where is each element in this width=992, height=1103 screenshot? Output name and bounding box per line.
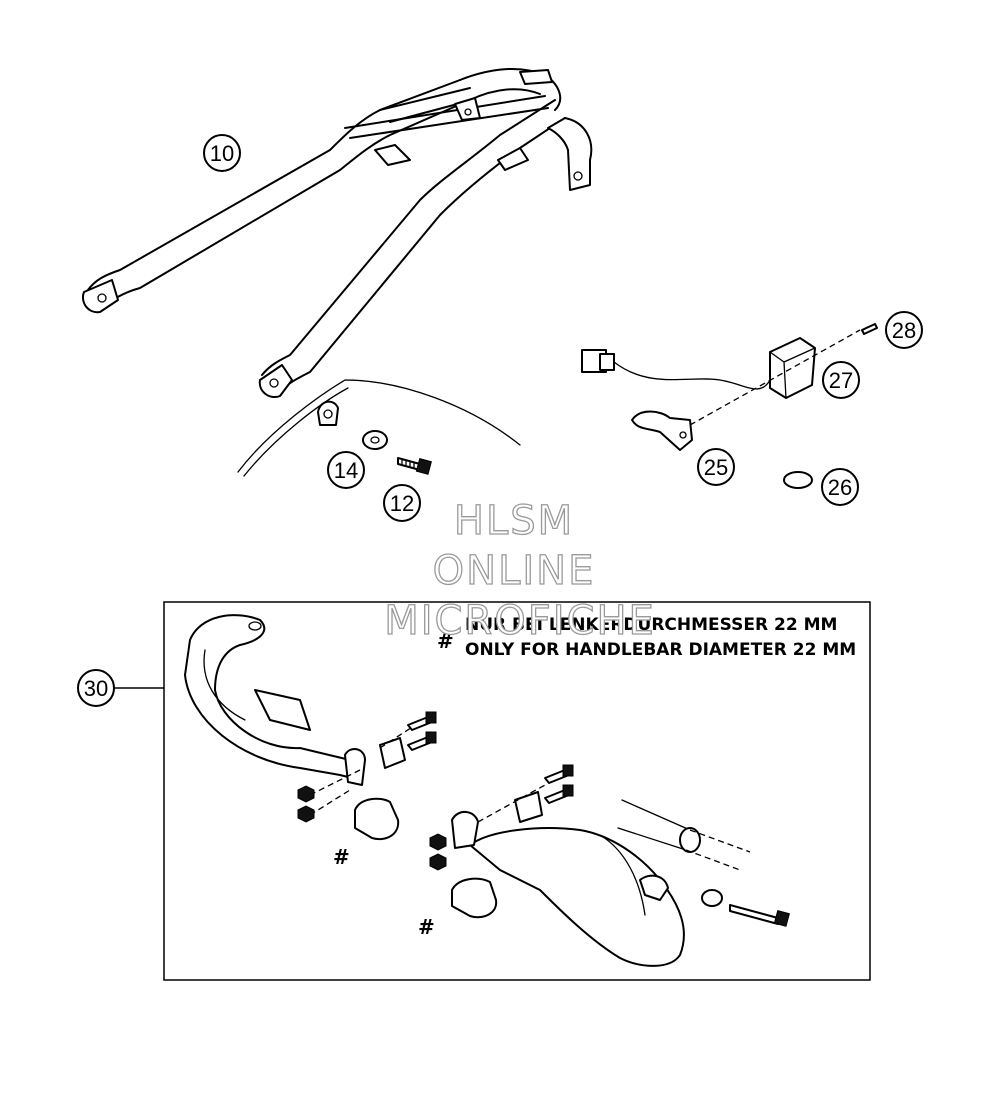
svg-text:#: #: [418, 915, 435, 939]
right-adapter-sleeve: #: [418, 877, 498, 939]
svg-text:ONLINE: ONLINE: [433, 548, 596, 594]
screw-part-12: [397, 457, 432, 475]
bracket-part-25: [631, 410, 693, 451]
callout-30: 30: [77, 669, 164, 707]
svg-text:#: #: [437, 629, 454, 653]
right-clamp-bolts: [429, 764, 574, 871]
svg-text:NUR BEI LENKERDURCHMESSER 22 M: NUR BEI LENKERDURCHMESSER 22 MM: [465, 615, 837, 635]
svg-text:10: 10: [210, 141, 234, 166]
right-handguard: [451, 811, 685, 967]
callout-26: 26: [821, 468, 859, 506]
handlebar-note: # NUR BEI LENKERDURCHMESSER 22 MM ONLY F…: [437, 615, 856, 660]
svg-text:26: 26: [828, 475, 852, 500]
svg-text:28: 28: [892, 318, 916, 343]
svg-text:ONLY FOR HANDLEBAR DIAMETER 22: ONLY FOR HANDLEBAR DIAMETER 22 MM: [465, 640, 856, 660]
washer-part-14: [362, 430, 388, 450]
right-end-bolt: [701, 889, 790, 927]
svg-text:12: 12: [390, 491, 414, 516]
left-clamp-bolts: [297, 711, 437, 823]
callout-14: 14: [327, 451, 365, 489]
svg-text:MICROFICHE: MICROFICHE: [384, 598, 656, 644]
callout-12: 12: [383, 484, 421, 522]
svg-text:27: 27: [829, 368, 853, 393]
callout-25: 25: [697, 448, 735, 486]
callout-28: 28: [885, 311, 923, 349]
svg-text:14: 14: [334, 458, 358, 483]
callout-10: 10: [203, 134, 241, 172]
relay-box-part-27: [769, 337, 816, 399]
left-adapter-sleeve: #: [333, 797, 400, 869]
handguard-kit-box: [163, 601, 871, 981]
svg-text:25: 25: [704, 455, 728, 480]
rear-rack-part-10: [82, 67, 593, 398]
handlebar-end: [617, 799, 751, 871]
left-handguard: [184, 614, 366, 786]
svg-text:HLSM: HLSM: [454, 498, 574, 544]
screw-part-28: [861, 323, 878, 335]
cap-part-26: [783, 471, 813, 489]
svg-text:30: 30: [84, 676, 108, 701]
watermark: HLSM ONLINE MICROFICHE: [384, 497, 656, 644]
rear-fender-outline: [237, 379, 521, 477]
svg-text:#: #: [333, 845, 350, 869]
connector-plug: [581, 349, 771, 390]
callout-27: 27: [822, 361, 860, 399]
